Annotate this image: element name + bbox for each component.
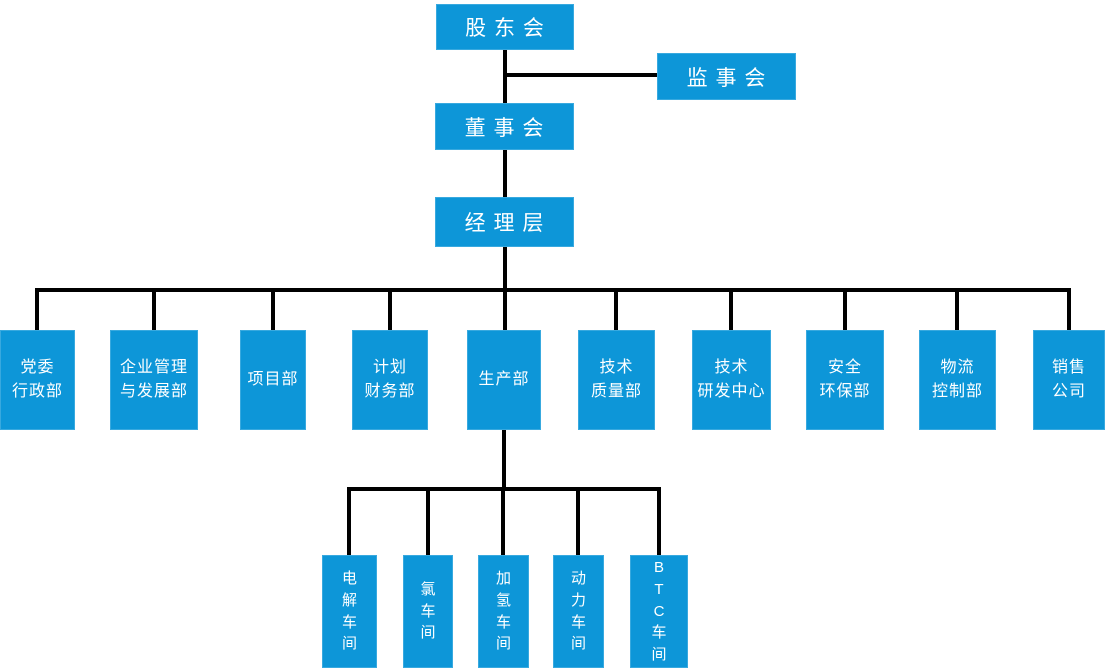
department-label: 生产部 xyxy=(478,371,530,388)
connector-shareholders-board xyxy=(503,50,507,105)
department-label: 计划 财务部 xyxy=(364,359,416,400)
board-label: 董 事 会 xyxy=(464,116,545,140)
org-box-party-admin: 党委 行政部 xyxy=(0,330,75,430)
connector-drop-safety-env xyxy=(843,288,847,332)
connector-drop-sales-company xyxy=(1067,288,1071,332)
department-label: 物流 控制部 xyxy=(931,359,983,400)
department-label: 党委 行政部 xyxy=(11,359,63,400)
supervisory-label: 监 事 会 xyxy=(686,66,767,90)
shareholders-label: 股 东 会 xyxy=(465,17,545,40)
connector-drop-enterprise-mgmt-dev xyxy=(152,288,156,332)
org-box-production: 生产部 xyxy=(467,330,541,430)
department-label: 技术 质量部 xyxy=(590,359,642,400)
org-box-enterprise-mgmt-dev: 企业管理 与发展部 xyxy=(110,330,198,430)
org-box-tech-quality: 技术 质量部 xyxy=(578,330,655,430)
org-box-management: 经 理 层 xyxy=(435,197,574,247)
department-label: 技术 研发中心 xyxy=(697,359,766,400)
connector-drop-tech-quality xyxy=(614,288,618,332)
org-box-board: 董 事 会 xyxy=(435,103,574,150)
connector-drop-btc xyxy=(657,487,661,557)
connector-drop-party-admin xyxy=(35,288,39,332)
connector-drop-electrolysis xyxy=(347,487,351,557)
org-box-power-workshop: 动 力 车 间 xyxy=(553,555,604,668)
connector-drop-chlorine xyxy=(426,487,430,557)
workshop-label: 电 解 车 间 xyxy=(341,570,357,653)
org-box-shareholders: 股 东 会 xyxy=(436,4,574,50)
connector-drop-tech-rd-center xyxy=(729,288,733,332)
workshop-label: B T C 车 间 xyxy=(651,559,667,664)
connector-drop-logistics-control xyxy=(955,288,959,332)
connector-supervisory-branch xyxy=(505,73,659,77)
org-box-chlorine-workshop: 氯 车 间 xyxy=(403,555,453,668)
org-box-supervisory: 监 事 会 xyxy=(657,53,796,100)
org-box-planning-finance: 计划 财务部 xyxy=(352,330,428,430)
org-box-hydrogenation-workshop: 加 氢 车 间 xyxy=(478,555,529,668)
department-label: 企业管理 与发展部 xyxy=(119,359,188,400)
org-box-project: 项目部 xyxy=(240,330,306,430)
org-box-sales-company: 销售 公司 xyxy=(1033,330,1105,430)
connector-drop-project xyxy=(271,288,275,332)
department-label: 项目部 xyxy=(247,371,299,388)
workshop-label: 氯 车 间 xyxy=(420,580,436,642)
workshop-label: 加 氢 车 间 xyxy=(495,570,511,653)
org-box-electrolysis-workshop: 电 解 车 间 xyxy=(322,555,377,668)
workshop-label: 动 力 车 间 xyxy=(570,570,586,653)
org-box-btc-workshop: B T C 车 间 xyxy=(630,555,688,668)
connector-production-workshop-bus xyxy=(502,430,506,491)
connector-drop-power xyxy=(576,487,580,557)
org-box-tech-rd-center: 技术 研发中心 xyxy=(692,330,771,430)
department-label: 安全 环保部 xyxy=(819,359,871,400)
connector-department-bus xyxy=(35,288,1071,292)
org-box-safety-env: 安全 环保部 xyxy=(806,330,884,430)
connector-drop-planning-finance xyxy=(388,288,392,332)
department-label: 销售 公司 xyxy=(1051,359,1086,400)
management-label: 经 理 层 xyxy=(464,212,545,235)
connector-drop-hydrogenation xyxy=(501,487,505,557)
connector-board-management xyxy=(503,150,507,199)
org-box-logistics-control: 物流 控制部 xyxy=(919,330,996,430)
